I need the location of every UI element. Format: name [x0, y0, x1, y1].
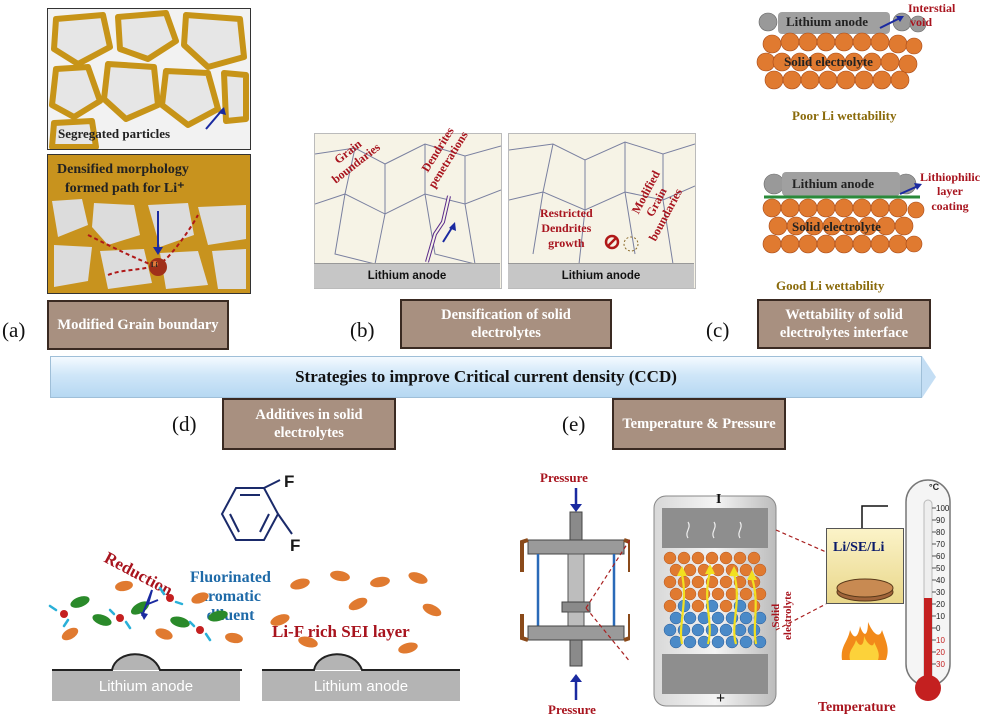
label-e: (e) [562, 412, 586, 436]
scale-tick: 90 [936, 516, 945, 525]
litho-line1: Lithiophilic [920, 170, 981, 184]
cell-plus-terminal: + [716, 690, 726, 707]
densified-grains-svg [52, 199, 246, 289]
lithium-anode-bar-left: Lithium anode [314, 263, 500, 288]
interstial-line2: void [910, 14, 933, 29]
scale-tick: 10 [936, 636, 945, 645]
pressure-top-label: Pressure [540, 470, 588, 485]
scale-tick: 20 [936, 600, 945, 609]
flame-icon [841, 622, 888, 660]
panel-c-good-wettability-svg [762, 172, 925, 254]
banner-arrow-tip [922, 356, 936, 398]
scale-tick: 20 [936, 648, 945, 657]
poor-li-anode-label: Lithium anode [786, 14, 868, 29]
sample-disk-svg [836, 578, 894, 602]
anode-bumps-svg [52, 653, 460, 671]
scale-tick: 60 [936, 552, 945, 561]
thermometer-unit: °C [929, 482, 940, 492]
cell-minus-terminal: I [716, 492, 722, 507]
segregated-grains-svg [49, 10, 249, 149]
restricted-dendrites-label: Restricted Dendrites growth [540, 206, 593, 251]
interstial-void-label: Interstial void [908, 1, 956, 30]
li-se-li-label: Li/SE/Li [833, 540, 885, 555]
fluorinated-diluent-label: Fluorinated aromatic diluent [190, 568, 271, 626]
lithiophilic-coating-label: Lithiophilic layer coating [920, 170, 980, 213]
label-d: (d) [172, 412, 197, 436]
link-lines-svg [775, 505, 888, 631]
scale-tick: 10 [936, 612, 945, 621]
lithium-anode-right-d: Lithium anode [262, 671, 460, 701]
panel-a-densified-image [47, 154, 251, 294]
restricted-line1: Restricted [540, 206, 593, 220]
fluorinated-benzene-structure [220, 479, 293, 541]
additives-molecules-svg [48, 570, 442, 654]
temperature-label: Temperature [818, 700, 896, 715]
litho-line2: layer [937, 184, 964, 199]
box-temperature-pressure: Temperature & Pressure [612, 398, 786, 450]
panel-c-poor-wettability-svg [756, 12, 927, 90]
thermometer-scale: 100 90 80 70 60 50 40 30 20 10 0 10 20 3… [936, 503, 956, 671]
good-solid-electrolyte-label: Solid electrolyte [792, 219, 881, 234]
ccd-strategies-banner: Strategies to improve Critical current d… [50, 356, 922, 398]
fluorine-label-1: F [284, 472, 295, 491]
lif-sei-layer-label: Li-F rich SEI layer [272, 622, 410, 641]
scale-tick: 40 [936, 576, 945, 585]
scale-tick: 0 [936, 624, 941, 633]
good-wettability-label: Good Li wettability [776, 278, 885, 293]
grain-boundary-svg-right [509, 141, 695, 265]
densified-label-line2: formed path for Li⁺ [65, 181, 185, 196]
li-ion-label: Li [151, 261, 158, 269]
box-modified-grain-boundary: Modified Grain boundary [47, 300, 229, 350]
good-li-anode-label: Lithium anode [792, 176, 874, 191]
scale-tick: 100 [936, 504, 950, 513]
box-wettability: Wettability of solid electrolytes interf… [757, 299, 931, 349]
diluent-line1: Fluorinated [190, 569, 271, 586]
grain-boundary-svg-left [315, 143, 501, 265]
poor-wettability-label: Poor Li wettability [792, 108, 897, 123]
restricted-line2: Dendrites [541, 221, 592, 235]
scale-tick: 70 [936, 540, 945, 549]
restricted-line3: growth [548, 236, 585, 250]
label-c: (c) [706, 318, 730, 342]
pressure-bottom-label: Pressure [548, 702, 596, 717]
poor-solid-electrolyte-label: Solid electrolyte [784, 54, 873, 69]
box-additives: Additives in solid electrolytes [222, 398, 396, 450]
thermometer-svg [905, 479, 951, 701]
lithium-anode-bar-right: Lithium anode [508, 263, 694, 288]
scale-tick: 50 [936, 564, 945, 573]
scale-tick: 30 [936, 588, 945, 597]
battery-cell-svg [653, 495, 777, 707]
scale-tick: 30 [936, 660, 945, 669]
lithium-anode-left-d: Lithium anode [52, 671, 240, 701]
label-b: (b) [350, 318, 375, 342]
fluorine-label-2: F [290, 536, 301, 555]
diluent-line2: aromatic [199, 588, 261, 606]
interstial-line1: Interstial [908, 1, 956, 15]
box-densification: Densification of solid electrolytes [400, 299, 612, 349]
pressure-press-svg [520, 488, 630, 700]
densified-label-line1: Densified morphology [57, 162, 189, 177]
litho-line3: coating [931, 198, 969, 213]
label-a: (a) [2, 318, 26, 342]
scale-tick: 80 [936, 528, 945, 537]
panel-a-segregated-image [47, 8, 251, 150]
segregated-particles-label: Segregated particles [58, 126, 171, 141]
